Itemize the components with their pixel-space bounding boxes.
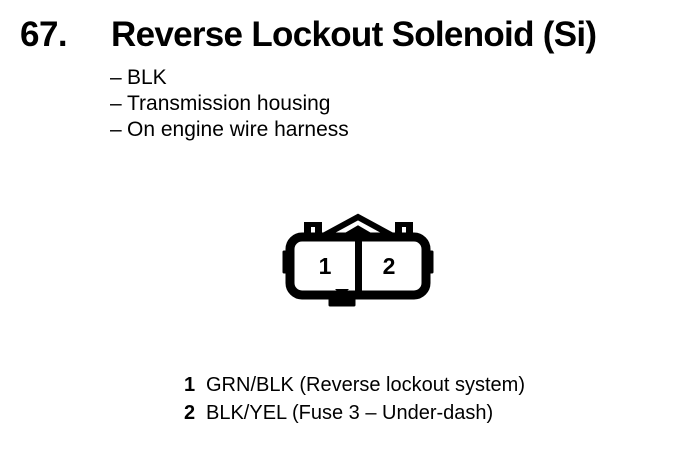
- connector-diagram: 1 2: [272, 205, 444, 317]
- connector-cavity-1: [298, 245, 356, 287]
- spec-item-color: –BLK: [110, 65, 530, 91]
- pin-legend: 1 GRN/BLK (Reverse lockout system) 2 BLK/Y…: [184, 371, 644, 427]
- spec-item-location: –Transmission housing: [110, 91, 530, 117]
- legend-pin-description: GRN/BLK (Reverse lockout system): [206, 374, 525, 396]
- legend-row: 2 BLK/YEL (Fuse 3 – Under-dash): [184, 399, 644, 427]
- cavity-label-1: 1: [319, 253, 332, 279]
- cavity-label-2: 2: [383, 253, 396, 279]
- spec-item-harness: –On engine wire harness: [110, 117, 530, 143]
- spec-item-label: Transmission housing: [127, 92, 331, 115]
- page-title: Reverse Lockout Solenoid (Si): [111, 15, 597, 54]
- connector-illustration: 1 2: [282, 213, 434, 307]
- spec-item-label: BLK: [127, 66, 167, 89]
- dash-marker: –: [110, 118, 122, 141]
- dash-marker: –: [110, 66, 122, 89]
- dash-marker: –: [110, 92, 122, 115]
- page-header: 67. Reverse Lockout Solenoid (Si): [0, 14, 688, 60]
- legend-pin-number: 2: [184, 402, 196, 424]
- connector-cavity-notch: [335, 289, 349, 296]
- connector-cavity-2: [360, 245, 418, 287]
- item-number: 67.: [20, 15, 68, 54]
- spec-list: –BLK –Transmission housing –On engine wi…: [110, 65, 530, 143]
- legend-pin-description: BLK/YEL (Fuse 3 – Under-dash): [206, 402, 494, 424]
- legend-pin-number: 1: [184, 374, 196, 396]
- spec-item-label: On engine wire harness: [127, 118, 349, 141]
- legend-row: 1 GRN/BLK (Reverse lockout system): [184, 371, 644, 399]
- connector-cavity-divider: [355, 237, 362, 295]
